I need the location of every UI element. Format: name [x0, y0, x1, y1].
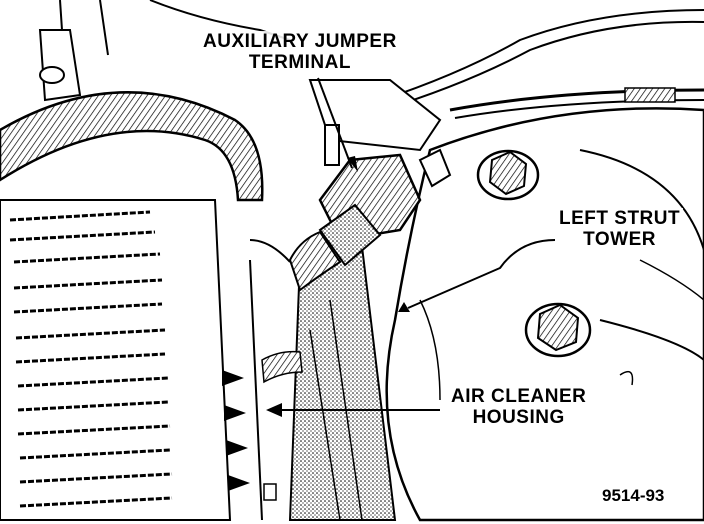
- auxiliary-jumper-label-line1: AUXILIARY JUMPER: [203, 31, 397, 52]
- upper-hose: [0, 0, 291, 202]
- jumper-terminal-assembly: [249, 79, 452, 292]
- auxiliary-jumper-label-line2: TERMINAL: [248, 52, 351, 73]
- strut-bolt-upper: [476, 149, 540, 201]
- strut-bolt-lower: [524, 302, 592, 358]
- radiator-grille: [0, 199, 277, 521]
- left-strut-label-line2: TOWER: [583, 229, 656, 250]
- leader-lines: [266, 77, 556, 417]
- auxiliary-jumper-terminal-label: AUXILIARY JUMPER TERMINAL: [200, 31, 400, 73]
- left-strut-label-line1: LEFT STRUT: [559, 208, 681, 229]
- air-cleaner-label-line1: AIR CLEANER: [451, 386, 587, 407]
- air-cleaner-housing-label: AIR CLEANER HOUSING: [448, 386, 590, 428]
- figure-number: 9514-93: [602, 486, 665, 505]
- left-strut-tower-label: LEFT STRUT TOWER: [556, 208, 684, 250]
- intake-tube: [261, 228, 397, 521]
- air-cleaner-label-line2: HOUSING: [472, 407, 565, 428]
- cable-bundle: [349, 9, 704, 119]
